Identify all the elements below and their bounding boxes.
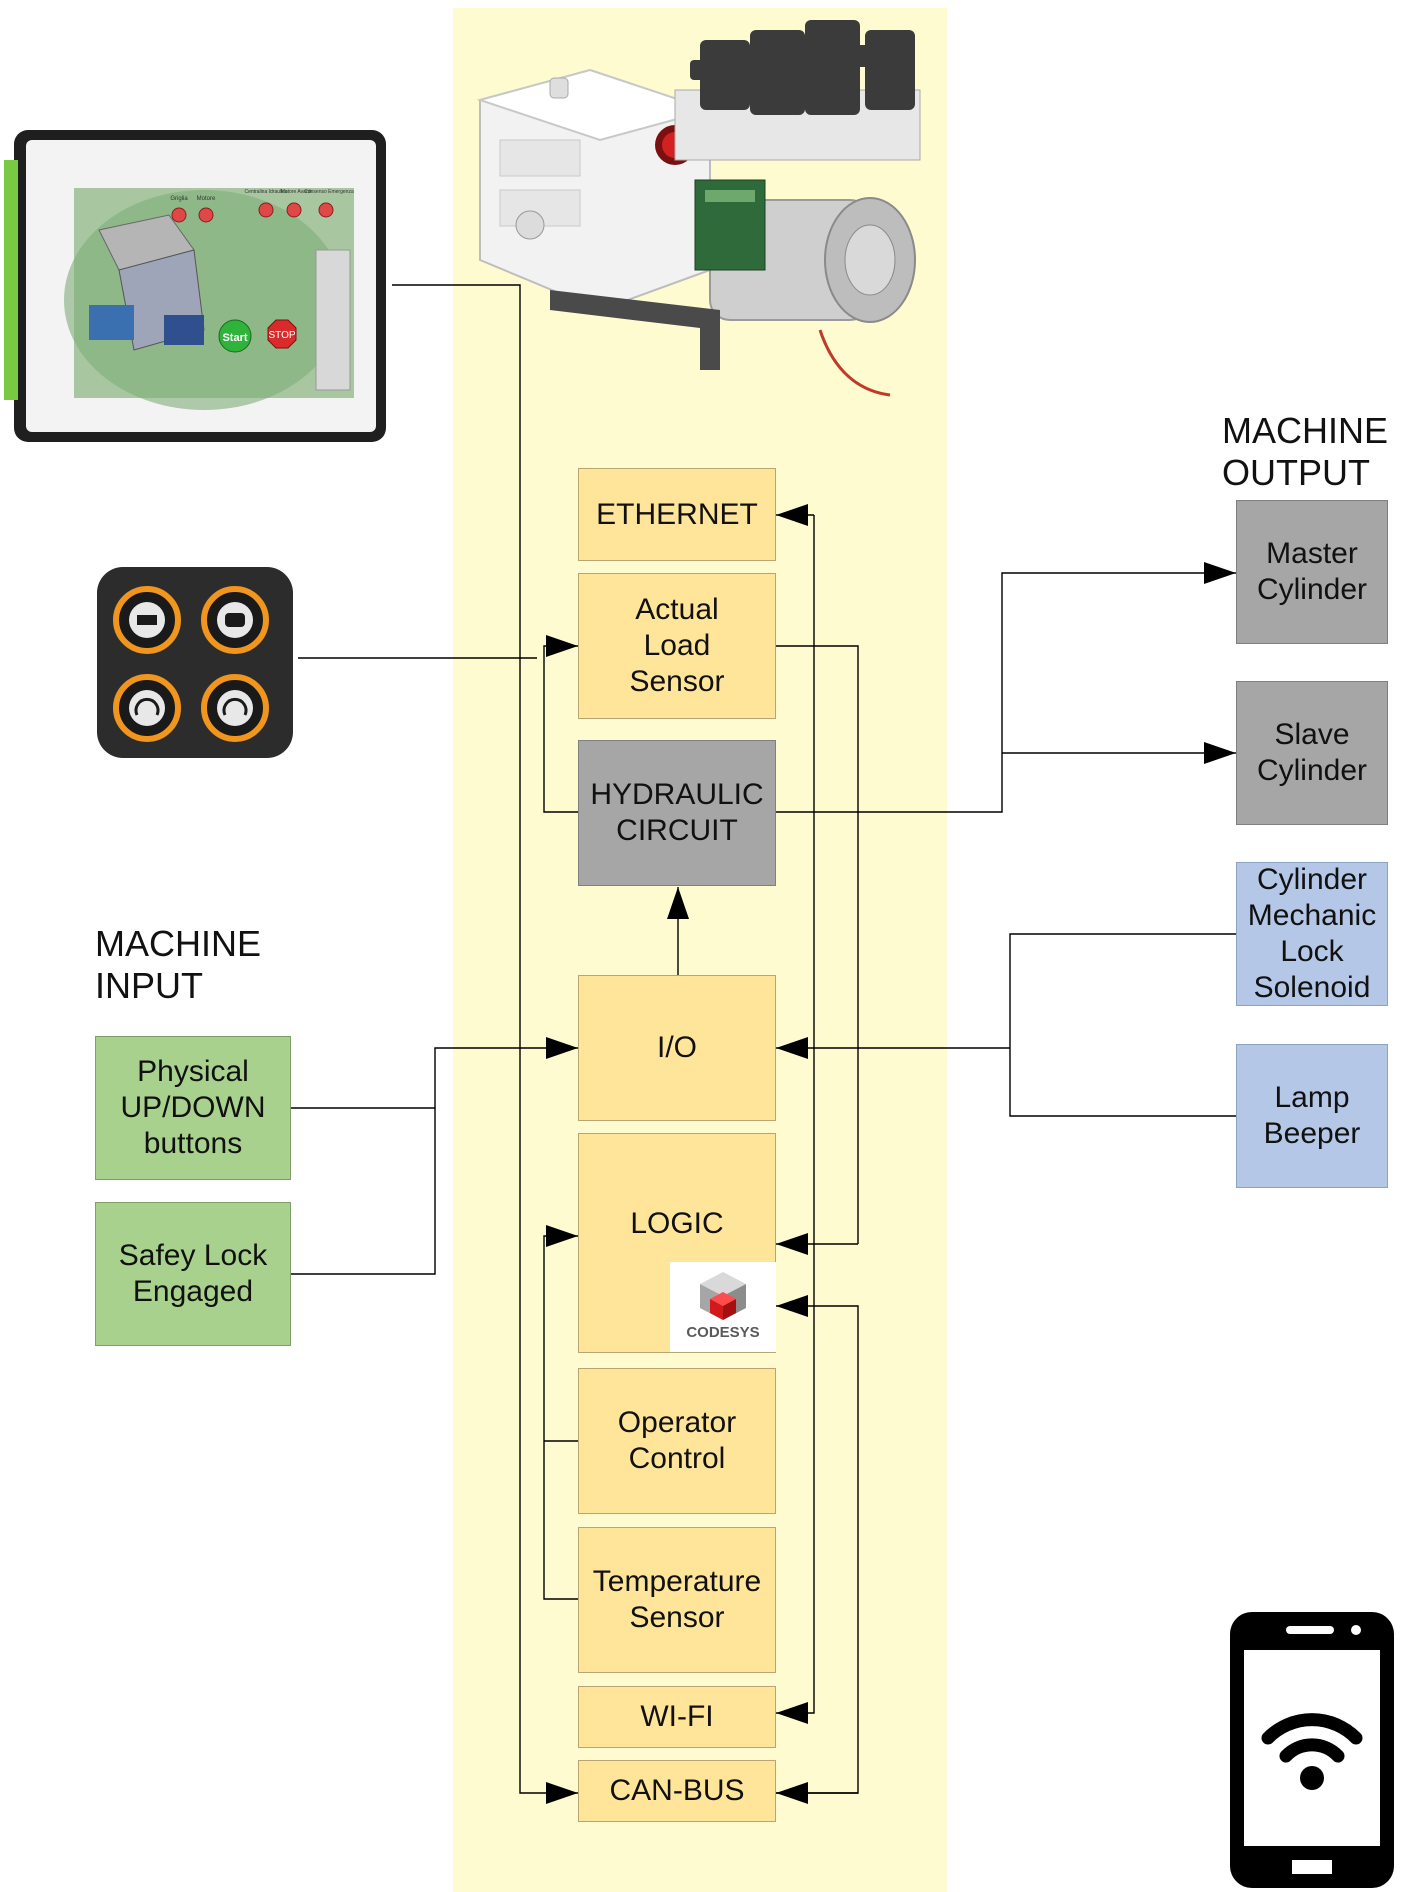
hmi-stop-label: STOP <box>268 330 295 341</box>
machine-input-heading: MACHINE INPUT <box>95 923 262 1006</box>
temperature-sensor-block: Temperature Sensor <box>578 1527 776 1673</box>
temperature-label: Temperature Sensor <box>592 1565 762 1634</box>
wire-bus-wifi <box>776 515 815 1724</box>
codesys-logo: CODESYS <box>670 1262 776 1352</box>
master-cylinder-block: Master Cylinder <box>1236 500 1388 644</box>
updown-buttons-block: Physical UP/DOWN buttons <box>95 1036 291 1180</box>
safety-lock-block: Safey Lock Engaged <box>95 1202 291 1346</box>
updown-buttons-label: Physical UP/DOWN buttons <box>120 1055 266 1160</box>
logic-label: LOGIC <box>630 1207 724 1240</box>
operator-control-block: Operator Control <box>578 1368 776 1514</box>
lamp-beeper-block: Lamp Beeper <box>1236 1044 1388 1188</box>
slave-cylinder-block: Slave Cylinder <box>1236 681 1388 825</box>
wire-safety-io <box>291 1108 436 1275</box>
codesys-cube-icon <box>700 1272 746 1320</box>
operator-label: Operator Control <box>617 1406 737 1475</box>
wifi-label: WI-FI <box>640 1700 714 1733</box>
lamp-beeper-label: Lamp Beeper <box>1263 1081 1361 1150</box>
hydraulic-circuit-block: HYDRAULIC CIRCUIT <box>578 740 776 886</box>
keypad-image <box>97 567 293 758</box>
hmi-label-centralina: Centralina Idraulica <box>244 189 287 195</box>
hmi-label-consenso: Consenso Emergenza <box>304 189 354 195</box>
wire-blue-outputs <box>1009 933 1236 1117</box>
wire-loadsensor-bus <box>776 645 859 1244</box>
hmi-label-griglia: Griglia <box>170 196 188 202</box>
lock-solenoid-label: Cylinder Mechanic Lock Solenoid <box>1247 863 1377 1004</box>
lock-solenoid-block: Cylinder Mechanic Lock Solenoid <box>1236 862 1388 1006</box>
canbus-block: CAN-BUS <box>578 1760 776 1822</box>
wifi-block: WI-FI <box>578 1686 776 1748</box>
io-label: I/O <box>656 1031 697 1064</box>
wire-sensors-logic <box>543 1225 578 1600</box>
hydraulic-label: HYDRAULIC CIRCUIT <box>590 778 764 847</box>
codesys-label: CODESYS <box>686 1324 760 1341</box>
ethernet-label: ETHERNET <box>596 497 758 531</box>
wire-hydraulic-loadsensor <box>543 635 578 813</box>
wire-hmi-canbus <box>392 284 578 1804</box>
load-sensor-label: Actual Load Sensor <box>629 593 725 698</box>
wire-master-cylinder <box>774 562 1236 813</box>
ethernet-block: ETHERNET <box>578 468 776 561</box>
safety-lock-label: Safey Lock Engaged <box>118 1239 268 1308</box>
hydraulic-power-unit-image <box>476 20 921 397</box>
canbus-label: CAN-BUS <box>609 1774 745 1807</box>
hmi-touch-panel-image: Start STOP Griglia Motore Centralina Idr… <box>4 130 386 442</box>
wire-canbus-logic <box>776 1295 859 1794</box>
load-sensor-block: Actual Load Sensor <box>578 573 776 719</box>
io-block: I/O <box>578 975 776 1121</box>
machine-output-heading: MACHINE OUTPUT <box>1222 410 1389 493</box>
master-cylinder-label: Master Cylinder <box>1256 537 1368 606</box>
slave-cylinder-label: Slave Cylinder <box>1256 718 1368 787</box>
smartphone-wifi-icon <box>1230 1612 1394 1888</box>
hmi-start-label: Start <box>222 332 247 344</box>
hmi-label-motore: Motore <box>197 196 216 202</box>
hmi-label-motore-avanti: Motore Avanti <box>281 189 311 195</box>
wire-buttons-io <box>291 1037 578 1109</box>
